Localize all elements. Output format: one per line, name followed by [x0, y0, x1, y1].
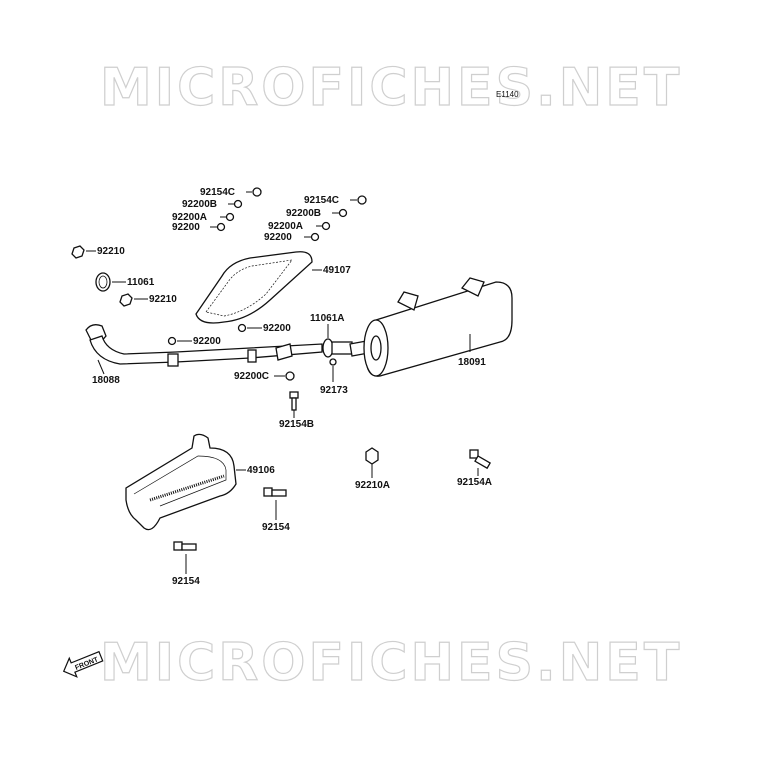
- label-92200-left: 92200: [172, 222, 200, 233]
- label-49106: 49106: [247, 465, 275, 476]
- label-18091: 18091: [458, 357, 486, 368]
- label-92154A: 92154A: [457, 477, 492, 488]
- heat-shield-lower: [125, 433, 246, 531]
- label-11061A: 11061A: [310, 313, 344, 324]
- label-92200-mid: 92200: [263, 323, 291, 334]
- label-92154B: 92154B: [279, 419, 314, 430]
- fasteners: [71, 187, 492, 574]
- label-92210-top: 92210: [97, 246, 125, 257]
- label-92200A-right: 92200A: [268, 221, 303, 232]
- label-92200B-left: 92200B: [182, 199, 217, 210]
- spring-92173: [329, 358, 337, 366]
- label-49107: 49107: [323, 265, 351, 276]
- label-92210A: 92210A: [355, 480, 390, 491]
- label-92154-mid: 92154: [262, 522, 290, 533]
- pipe-joint-clamp: [322, 324, 353, 382]
- label-92210-mid: 92210: [149, 294, 177, 305]
- label-92154C-left: 92154C: [200, 187, 235, 198]
- front-arrow-icon: FRONT: [62, 650, 104, 678]
- label-92200-right: 92200: [264, 232, 292, 243]
- pipe-clamp: [167, 353, 179, 367]
- heat-shield-upper: [195, 251, 322, 324]
- label-92173: 92173: [320, 385, 348, 396]
- label-92154-low: 92154: [172, 576, 200, 587]
- label-18088: 18088: [92, 375, 120, 386]
- label-92200-low: 92200: [193, 336, 221, 347]
- diagram-code: E1140: [496, 90, 519, 99]
- label-92200A-left: 92200A: [172, 212, 207, 223]
- watermark-bottom: MICROFICHES.NET: [100, 633, 682, 693]
- callout-labels: 92154C 92200B 92200A 92200 92154C 92200B…: [92, 187, 492, 587]
- label-92200C: 92200C: [234, 371, 269, 382]
- watermark-top: MICROFICHES.NET: [100, 58, 682, 118]
- label-11061: 11061: [127, 277, 155, 288]
- label-92200B-right: 92200B: [286, 208, 321, 219]
- label-92154C-right: 92154C: [304, 195, 339, 206]
- exhaust-pipe: [85, 324, 323, 375]
- muffler: [349, 277, 513, 377]
